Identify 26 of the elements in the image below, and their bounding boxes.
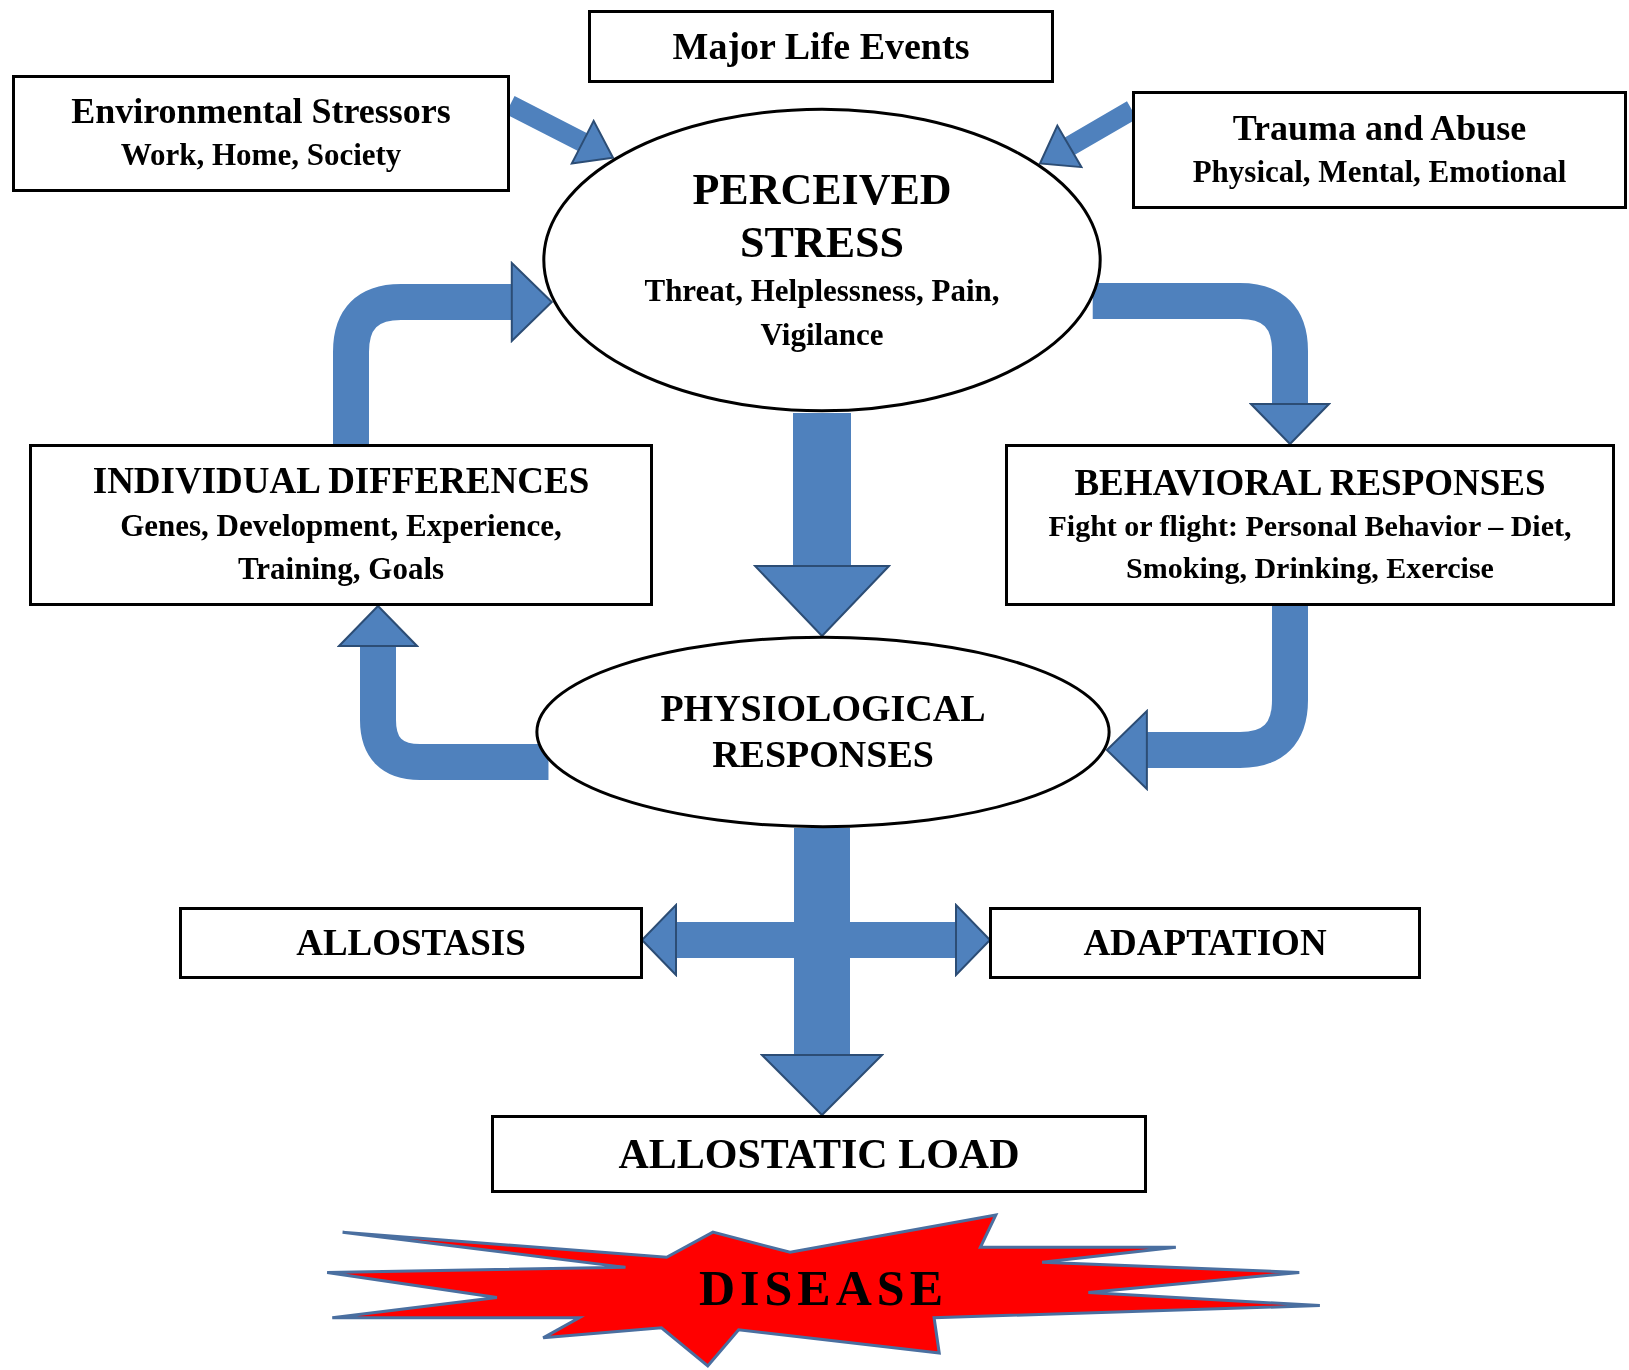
node-subtitle: Fight or flight: Personal Behavior – Diet, Smoking, Drinking, Exercise (1047, 508, 1573, 587)
node-title: BEHAVIORAL RESPONSES (1074, 460, 1546, 505)
process-box (491, 1115, 1147, 1193)
process-box (179, 907, 643, 979)
process-ellipse (541, 107, 1103, 413)
node-title: PHYSIOLOGICAL RESPONSES (659, 686, 987, 777)
node-title: DISEASE (699, 1259, 948, 1318)
process-box (1132, 91, 1627, 209)
node-title: ALLOSTASIS (296, 920, 526, 965)
node-title: ADAPTATION (1083, 920, 1327, 965)
process-box (1005, 444, 1615, 606)
process-box (29, 444, 653, 606)
node-title: PERCEIVED STRESS (691, 163, 953, 269)
node-subtitle: Physical, Mental, Emotional (1192, 152, 1567, 191)
process-box (588, 10, 1054, 83)
node-title: Environmental Stressors (71, 90, 451, 134)
process-ellipse (534, 636, 1112, 828)
node-subtitle: Genes, Development, Experience, Training, Goals (119, 506, 563, 589)
node-subtitle: Work, Home, Society (120, 136, 402, 175)
node-subtitle: Threat, Helplessness, Pain, Vigilance (643, 272, 1001, 354)
process-box (989, 907, 1421, 979)
node-title: Major Life Events (672, 23, 970, 69)
process-box (12, 75, 510, 192)
node-title: ALLOSTATIC LOAD (618, 1129, 1020, 1179)
node-title: INDIVIDUAL DIFFERENCES (92, 459, 590, 504)
node-title: Trauma and Abuse (1232, 106, 1527, 150)
